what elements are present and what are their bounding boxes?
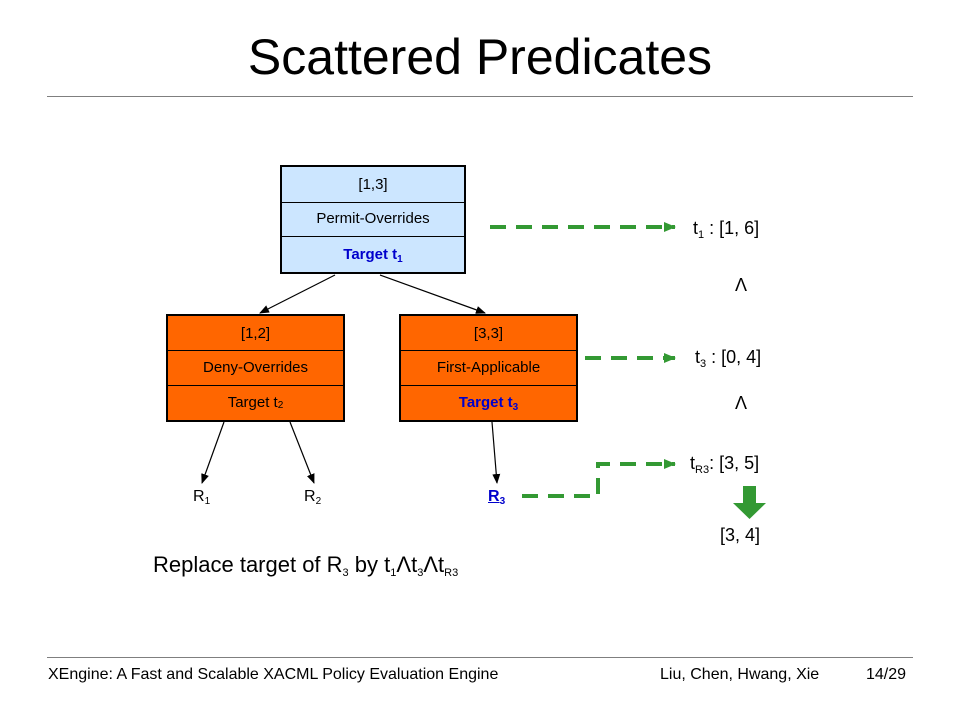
down-arrow-shaft — [743, 486, 756, 504]
rule-r3: R3 — [488, 488, 506, 507]
right-algorithm: First-Applicable — [401, 350, 576, 386]
root-algorithm: Permit-Overrides — [282, 202, 464, 238]
edge-right-r3 — [491, 421, 501, 484]
down-arrow-head — [733, 503, 766, 519]
footer-authors: Liu, Chen, Hwang, Xie — [660, 666, 820, 683]
footer-title: XEngine: A Fast and Scalable XACML Polic… — [48, 666, 499, 683]
slide-title: Scattered Predicates — [247, 29, 713, 85]
root-range: [1,3] — [282, 167, 464, 203]
edge-root-left — [259, 274, 336, 314]
right-policy-box: [3,3] First-Applicable Target t3 — [399, 314, 578, 422]
and-operator-1: Λ — [735, 275, 748, 295]
predicate-tr3: tR3: [3, 5] — [690, 453, 760, 476]
left-algorithm: Deny-Overrides — [168, 350, 343, 386]
root-target: Target t1 — [343, 245, 403, 265]
and-operator-2: Λ — [735, 393, 748, 413]
edge-left-r2 — [289, 421, 315, 484]
left-range: [1,2] — [168, 316, 343, 352]
edge-root-right — [379, 274, 486, 314]
title-divider — [47, 96, 913, 97]
right-target: Target t3 — [458, 393, 519, 413]
intersection-result: [3, 4] — [720, 525, 761, 545]
footer-divider — [47, 657, 913, 658]
predicate-t3: t3 : [0, 4] — [695, 347, 762, 370]
dashed-arrow-tr3 — [522, 459, 676, 498]
caption: Replace target of R3 by t1Λt3ΛtR3 — [153, 552, 459, 579]
edge-left-r1 — [201, 421, 225, 484]
rule-r2: R2 — [304, 488, 322, 507]
right-range: [3,3] — [401, 316, 576, 352]
predicate-t1: t1 : [1, 6] — [693, 218, 760, 241]
rule-r1: R1 — [193, 488, 211, 507]
footer-page-number: 14/29 — [866, 666, 907, 683]
root-policyset-box: [1,3] Permit-Overrides Target t1 — [280, 165, 466, 274]
